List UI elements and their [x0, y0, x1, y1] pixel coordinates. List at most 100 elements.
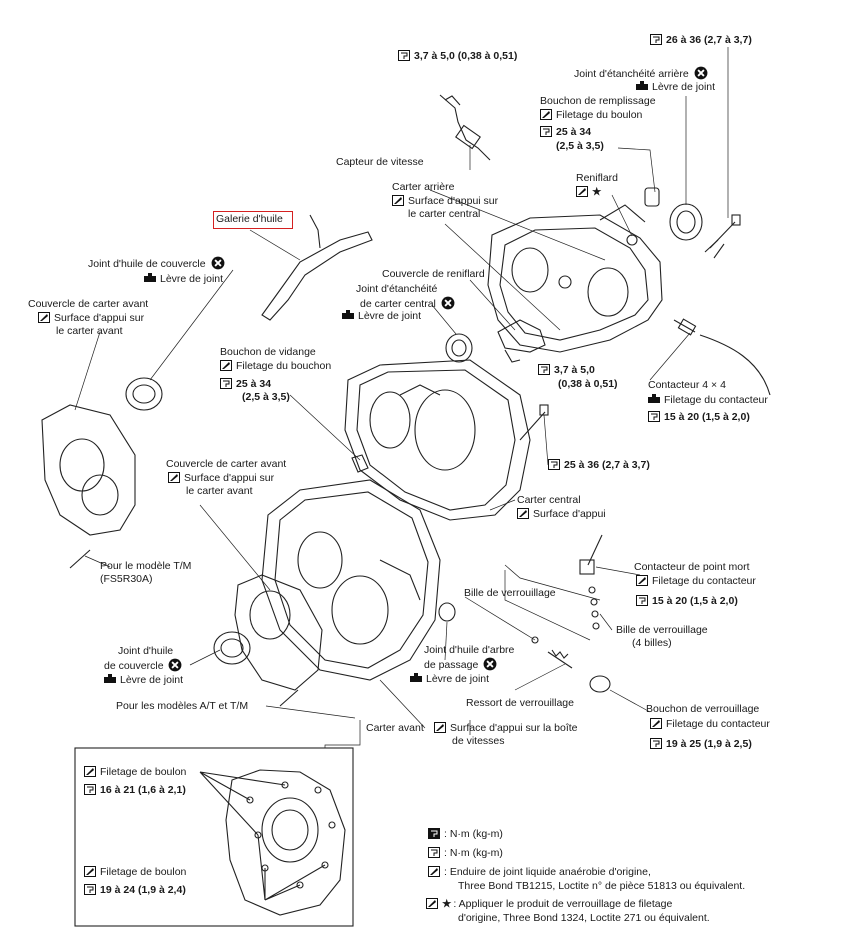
front-case-surface-label-2: de vitesses: [452, 735, 505, 747]
fill-plug-thread-text: Filetage du boulon: [556, 109, 643, 121]
legend-sealant-2: Three Bond TB1215, Loctite n° de pièce 5…: [458, 880, 746, 892]
grease-lip-icon: [144, 273, 156, 282]
torque-wrench-icon: [220, 378, 232, 389]
rear-case-surface-label-2: le carter central: [408, 208, 481, 220]
drain-plug-label: Bouchon de vidange: [220, 346, 316, 358]
passage-seal-lip-label: Lèvre de joint: [410, 673, 489, 685]
breather-icon-label: ★: [576, 186, 601, 198]
check-plug-thread-label: Filetage du contacteur: [650, 718, 770, 730]
front-cover-top-surface-text-1: Surface d'appui sur: [54, 312, 145, 324]
torque-wrench-icon: [548, 459, 560, 470]
front-cover-lower-drawing: [213, 574, 323, 707]
front-case-surface-text-1: Surface d'appui sur la boîte: [450, 722, 578, 734]
switch-4x4-torque-text: 15 à 20 (1,5 à 2,0): [664, 411, 750, 423]
drain-plug-torque-text-1: 25 à 34: [236, 378, 272, 390]
rear-oil-seal-drawing: [644, 187, 703, 241]
check-parts-drawing: [531, 534, 611, 693]
switch-4x4-thread-label: Filetage du contacteur: [648, 394, 768, 406]
front-cover-top-label: Couvercle de carter avant: [28, 298, 149, 310]
legend-sealant: : Enduire de joint liquide anaérobie d'o…: [428, 866, 651, 878]
rear-seal-lip-label: Lèvre de joint: [636, 81, 715, 93]
fill-plug-torque-label: 25 à 34: [540, 126, 591, 138]
center-case-seal-lip-text: Lèvre de joint: [358, 310, 422, 322]
front-cover-mid-surface-label-2: le carter avant: [186, 485, 253, 497]
neutral-switch-torque-text: 15 à 20 (1,5 à 2,0): [652, 595, 738, 607]
4x4-switch-drawing: [673, 318, 771, 396]
drain-plug-thread-text: Filetage du bouchon: [236, 360, 332, 372]
passage-seal-text-2: de passage: [424, 659, 479, 671]
switch-4x4-thread-text: Filetage du contacteur: [664, 394, 768, 406]
torque-wrench-icon: [84, 784, 96, 795]
do-not-reuse-icon: [483, 657, 497, 671]
check-ball-label: Bille de verrouillage: [464, 587, 556, 599]
drain-plug-drawing: [351, 454, 369, 473]
passage-seal-label-2: de passage: [424, 657, 501, 671]
sealant-icon: [434, 722, 446, 733]
check-plug-thread-text: Filetage du contacteur: [666, 718, 770, 730]
legend-sealant-text-1: : Enduire de joint liquide anaérobie d'o…: [444, 866, 651, 878]
check-plug-torque-text: 19 à 25 (1,9 à 2,5): [666, 738, 752, 750]
fill-plug-torque-label-2: (2,5 à 3,5): [556, 140, 604, 152]
grease-lip-icon: [648, 394, 660, 403]
torque-wrench-icon: [84, 884, 96, 895]
front-case-surface-label: Surface d'appui sur la boîte: [434, 722, 578, 734]
rear-case-surface-text-1: Surface d'appui sur: [408, 195, 499, 207]
torque-wrench-icon: [636, 595, 648, 606]
do-not-reuse-icon: [169, 658, 182, 672]
oil-gutter-highlight: [213, 211, 293, 229]
torque-wrench-icon: [650, 34, 662, 45]
center-bolt-drawing: [519, 404, 549, 441]
sealant-icon: [576, 186, 588, 197]
sealant-icon: [428, 866, 440, 877]
neutral-switch-torque-label: 15 à 20 (1,5 à 2,0): [636, 595, 738, 607]
inset-thread-1-text: Filetage de boulon: [100, 766, 187, 778]
mt-model-label-2: (FS5R30A): [100, 573, 153, 585]
leader-lines: [74, 47, 729, 748]
callout-torque-top-right: 26 à 36 (2,7 à 3,7): [650, 34, 752, 46]
legend-nm-2: : N·m (kg-m): [428, 847, 503, 859]
rear-bolt-drawing: [704, 214, 741, 259]
sealant-icon: [84, 866, 96, 877]
drain-plug-torque-label: 25 à 34: [220, 378, 271, 390]
rear-seal-lip-text: Lèvre de joint: [652, 81, 716, 93]
torque-wrench-icon: [398, 50, 410, 61]
cover-oil-seal-low-lip-label: Lèvre de joint: [104, 674, 183, 686]
switch-4x4-label: Contacteur 4 × 4: [648, 379, 726, 391]
breather-cover-torque-label: 3,7 à 5,0: [538, 364, 595, 376]
front-case-drawing: [261, 479, 441, 681]
cover-oil-seal-low-lip-text: Lèvre de joint: [120, 674, 184, 686]
passage-seal-drawing: [438, 602, 456, 622]
center-case-seal-label-2: de carter central: [360, 296, 459, 310]
inset-box: [74, 747, 354, 927]
torque-wrench-icon: [540, 126, 552, 137]
at-mt-models-label: Pour les modèles A/T et T/M: [116, 700, 249, 712]
sealant-icon: [38, 312, 50, 323]
fill-plug-torque-text-1: 25 à 34: [556, 126, 592, 138]
sealant-icon: [84, 766, 96, 777]
center-case-drawing: [344, 359, 531, 521]
legend-nm-1: : N·m (kg-m): [428, 828, 503, 840]
check-spring-label: Ressort de verrouillage: [466, 697, 574, 709]
fill-plug-thread-label: Filetage du boulon: [540, 109, 642, 121]
center-bolt-torque-label: 25 à 36 (2,7 à 3,7): [548, 459, 650, 471]
grease-lip-icon: [342, 310, 354, 319]
front-cover-top-surface-label-2: le carter avant: [56, 325, 123, 337]
front-cover-mid-surface-text-1: Surface d'appui sur: [184, 472, 275, 484]
inset-torque-1-label: 16 à 21 (1,6 à 2,1): [84, 784, 186, 796]
breather-cover-drawing: [497, 319, 546, 363]
sealant-icon: [517, 508, 529, 519]
speed-sensor-label: Capteur de vitesse: [336, 156, 424, 168]
legend-nm-1-text: : N·m (kg-m): [444, 828, 503, 840]
rear-seal-label: Joint d'étanchéité arrière: [574, 66, 712, 80]
sealant-icon: [168, 472, 180, 483]
check-plug-label: Bouchon de verrouillage: [646, 703, 760, 715]
rear-seal-text: Joint d'étanchéité arrière: [574, 68, 689, 80]
sealant-icon: [540, 109, 552, 120]
speed-sensor-drawing: [439, 94, 491, 161]
passage-seal-label: Joint d'huile d'arbre: [424, 644, 515, 656]
do-not-reuse-icon: [694, 66, 707, 80]
cover-oil-seal-top-lip-text: Lèvre de joint: [160, 273, 224, 285]
legend-locking-text-1: : Appliquer le produit de verrouillage d…: [453, 898, 673, 910]
sealant-icon: [392, 195, 404, 206]
center-case-seal-label: Joint d'étanchéité: [356, 283, 438, 295]
